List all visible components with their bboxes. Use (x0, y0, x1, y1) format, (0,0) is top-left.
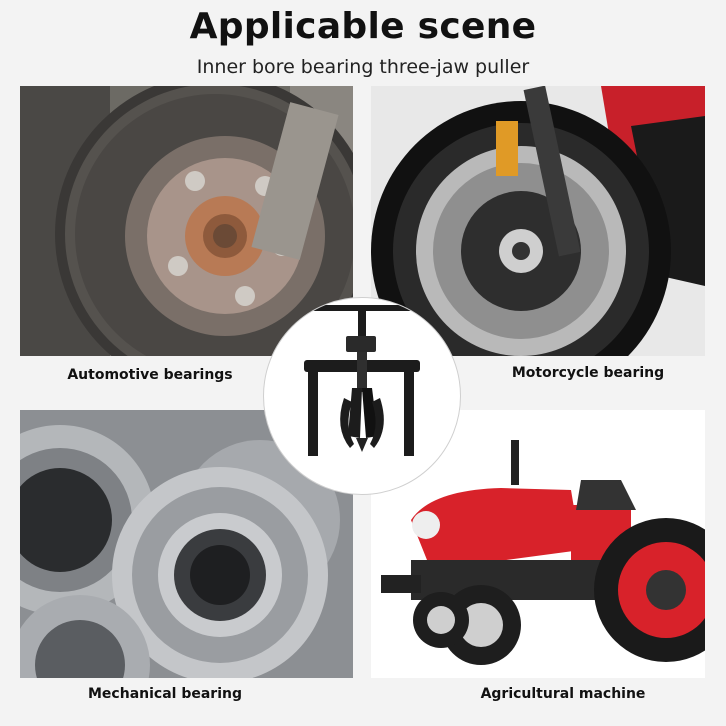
product-image (263, 297, 461, 495)
page-subtitle: Inner bore bearing three-jaw puller (196, 56, 530, 78)
three-jaw-puller-icon (304, 305, 420, 456)
scene-label-agricultural: Agricultural machine (480, 686, 646, 702)
automotive-photo (20, 86, 353, 356)
motorcycle-photo (371, 86, 705, 356)
mechanical-bearing-photo (20, 410, 353, 678)
scene-label-mechanical: Mechanical bearing (88, 686, 242, 702)
scene-label-motorcycle: Motorcycle bearing (511, 365, 665, 381)
scene-label-automotive: Automotive bearings (67, 367, 233, 383)
page-title: Applicable scene (189, 6, 537, 47)
